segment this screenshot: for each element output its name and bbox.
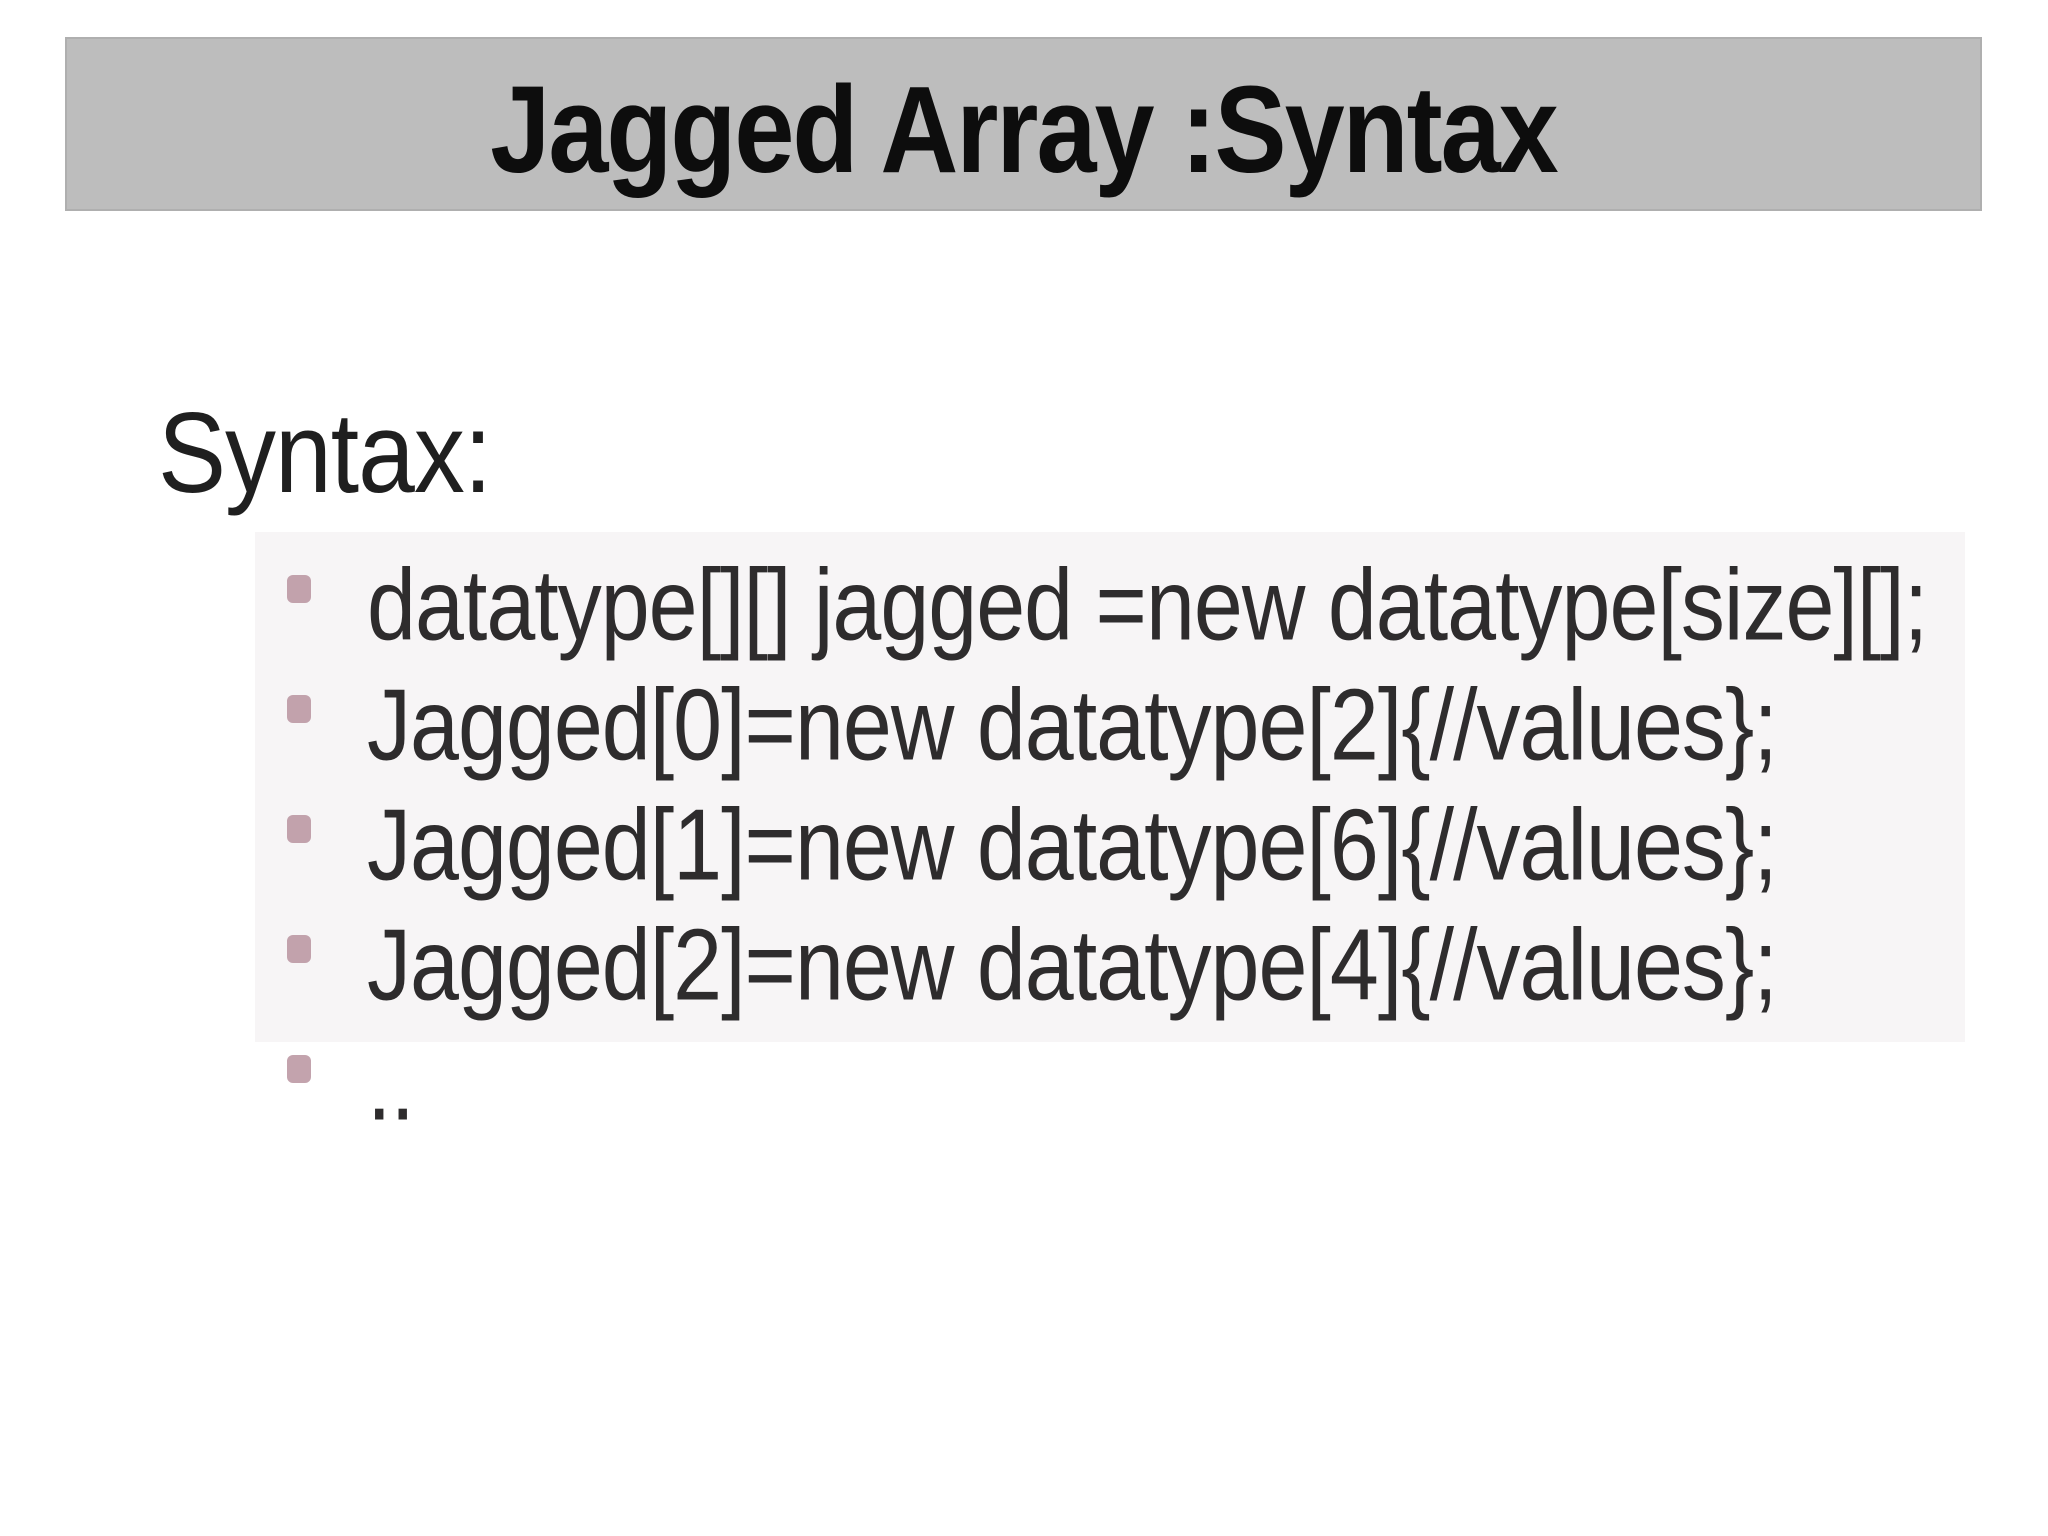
bullet-list: datatype[][] jagged =new datatype[size][…: [285, 545, 1965, 1145]
bullet-item: Jagged[0]=new datatype[2]{//values};: [285, 665, 1965, 785]
bullet-marker-icon: [287, 935, 311, 963]
syntax-heading: Syntax:: [158, 389, 492, 517]
slide-title: Jagged Array :Syntax: [490, 59, 1558, 198]
bullet-item: Jagged[2]=new datatype[4]{//values};: [285, 905, 1965, 1025]
content-tint: [255, 532, 1965, 1042]
bullet-text: Jagged[0]=new datatype[2]{//values};: [367, 667, 1778, 782]
bullet-item: datatype[][] jagged =new datatype[size][…: [285, 545, 1965, 665]
bullet-text: datatype[][] jagged =new datatype[size][…: [367, 547, 1928, 662]
bullet-text: Jagged[2]=new datatype[4]{//values};: [367, 907, 1778, 1022]
bullet-text: Jagged[1]=new datatype[6]{//values};: [367, 787, 1778, 902]
title-banner: Jagged Array :Syntax: [65, 37, 1982, 211]
bullet-marker-icon: [287, 1055, 311, 1083]
bullet-item: Jagged[1]=new datatype[6]{//values};: [285, 785, 1965, 905]
bullet-marker-icon: [287, 575, 311, 603]
bullet-item: ..: [285, 1025, 1965, 1145]
bullet-marker-icon: [287, 815, 311, 843]
bullet-text: ..: [367, 1027, 415, 1142]
bullet-marker-icon: [287, 695, 311, 723]
